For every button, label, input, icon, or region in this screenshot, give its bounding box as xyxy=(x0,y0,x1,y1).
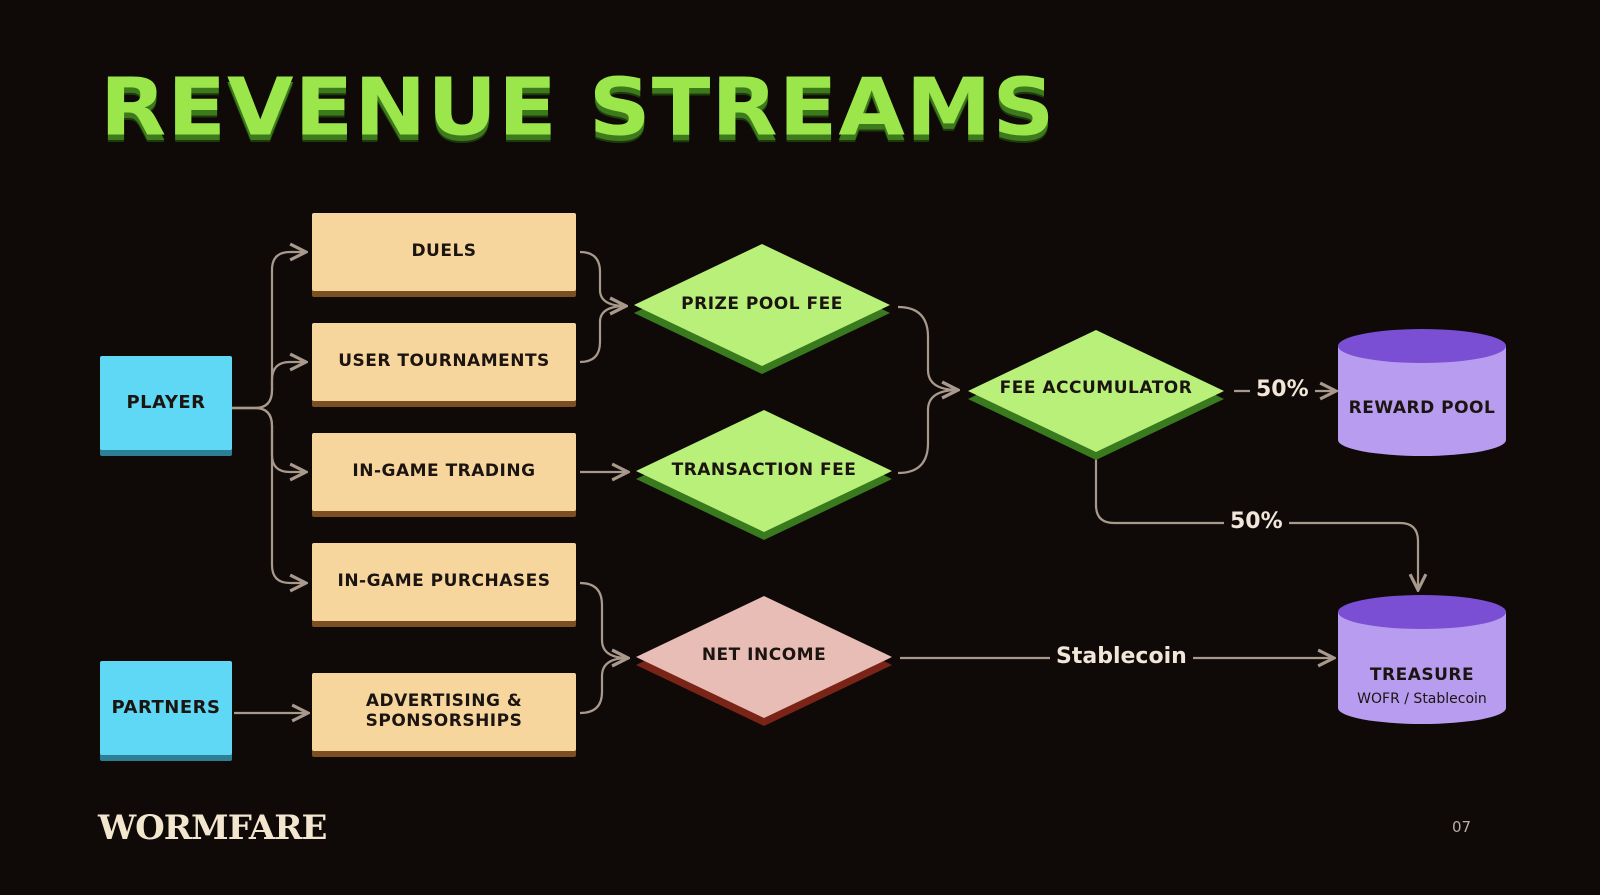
fee-accumulator-diamond xyxy=(968,330,1224,460)
net-income-label: NET INCOME xyxy=(701,645,827,665)
treasury-sublabel: WOFR / Stablecoin xyxy=(1357,691,1487,707)
page-number: 07 xyxy=(1452,818,1472,836)
advertising-label: ADVERTISING & SPONSORSHIPS xyxy=(365,691,523,731)
treasury-text: TREASURE WOFR / Stablecoin xyxy=(1338,665,1506,707)
in-game-purchases-box: IN-GAME PURCHASES xyxy=(312,543,576,621)
partners-box: PARTNERS xyxy=(100,661,232,755)
duels-box: DUELS xyxy=(312,213,576,291)
treasury-cylinder xyxy=(1338,595,1506,724)
fee-accumulator-label: FEE ACCUMULATOR xyxy=(999,378,1193,398)
edge-prizepool-accumulator xyxy=(897,305,958,390)
edge-tournaments-prizepool xyxy=(579,306,626,364)
edge-player-trading xyxy=(232,406,306,472)
edge-transactionfee-accumulator xyxy=(897,390,958,475)
treasury-share-label: 50% xyxy=(1224,509,1289,534)
in-game-trading-label: IN-GAME TRADING xyxy=(352,461,536,482)
transaction-fee-diamond xyxy=(636,410,892,540)
reward-pool-cylinder xyxy=(1338,329,1506,456)
partners-label: PARTNERS xyxy=(111,696,221,718)
reward-share-label: 50% xyxy=(1250,377,1315,402)
treasury-label: TREASURE xyxy=(1369,665,1475,685)
reward-pool-text: REWARD POOL xyxy=(1338,398,1506,418)
net-income-diamond xyxy=(636,596,892,726)
transaction-fee-label: TRANSACTION FEE xyxy=(671,460,857,480)
prize-pool-fee-label: PRIZE POOL FEE xyxy=(681,294,843,314)
advertising-box: ADVERTISING & SPONSORSHIPS xyxy=(312,673,576,751)
page-title: REVENUE STREAMS xyxy=(100,62,1056,154)
wormfare-logo: WORMFARE xyxy=(98,808,327,848)
stablecoin-label: Stablecoin xyxy=(1050,644,1193,669)
edge-player-purchases xyxy=(232,406,306,583)
in-game-trading-box: IN-GAME TRADING xyxy=(312,433,576,511)
reward-pool-label: REWARD POOL xyxy=(1348,398,1496,418)
edge-purchases-netincome xyxy=(579,581,628,658)
edge-duels-prizepool xyxy=(579,250,626,306)
user-tournaments-label: USER TOURNAMENTS xyxy=(338,351,550,372)
edge-advertising-netincome xyxy=(579,658,628,715)
duels-label: DUELS xyxy=(411,241,477,262)
player-box: PLAYER xyxy=(100,356,232,450)
in-game-purchases-label: IN-GAME PURCHASES xyxy=(337,571,551,592)
edge-player-duels xyxy=(232,252,306,410)
prize-pool-fee-diamond xyxy=(634,244,890,374)
user-tournaments-box: USER TOURNAMENTS xyxy=(312,323,576,401)
player-label: PLAYER xyxy=(126,391,206,413)
edge-player-tournaments xyxy=(232,362,306,410)
